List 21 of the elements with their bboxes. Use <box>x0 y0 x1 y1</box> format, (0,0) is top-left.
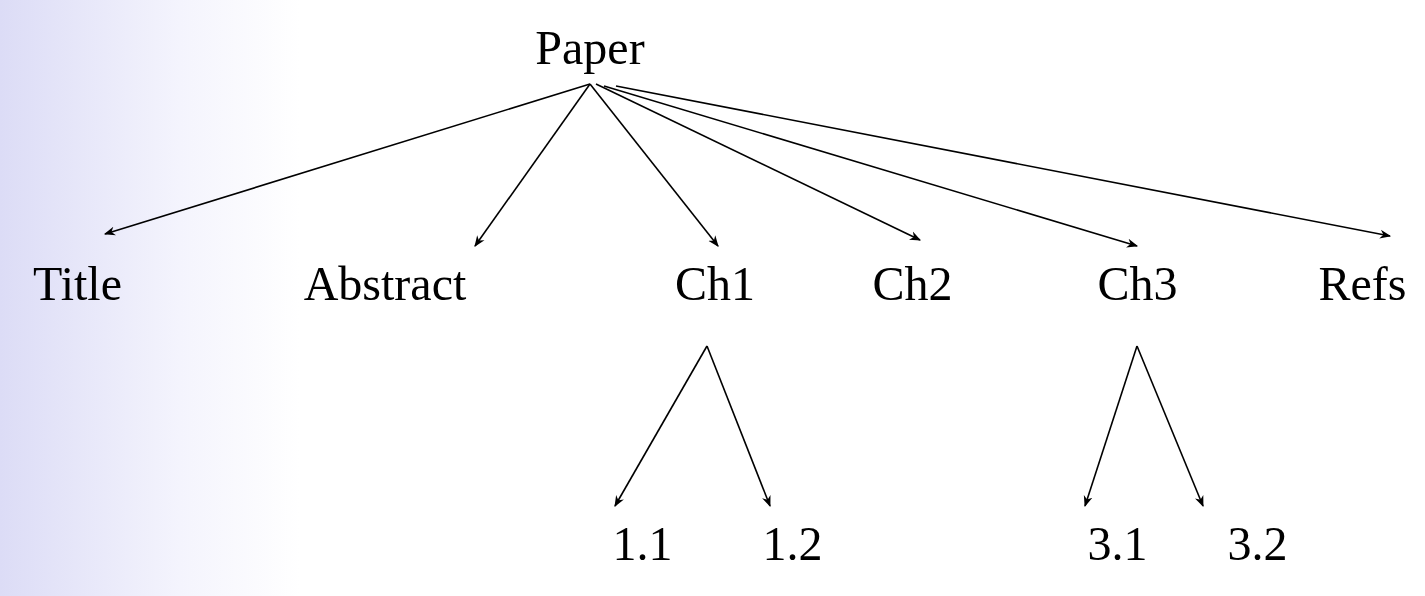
arrow <box>603 85 1139 248</box>
node-label: Refs <box>1318 255 1407 311</box>
node-label: Ch3 <box>1097 255 1178 311</box>
node-label: Paper <box>535 19 645 75</box>
arrow <box>1136 345 1204 508</box>
node-label: Title <box>33 255 122 311</box>
node-label: Ch2 <box>872 255 953 311</box>
arrow <box>474 83 591 247</box>
arrow <box>614 345 708 507</box>
node-label: Ch1 <box>675 255 755 311</box>
arrow <box>589 83 719 247</box>
node-label: 3.2 <box>1227 515 1288 571</box>
arrow <box>595 83 921 241</box>
arrow <box>1083 345 1138 508</box>
node-label: 1.2 <box>762 515 823 571</box>
node-label: 1.1 <box>612 515 673 571</box>
arrow <box>615 85 1392 239</box>
arrow <box>103 83 591 236</box>
node-label: 3.1 <box>1087 515 1148 571</box>
arrow <box>706 345 771 508</box>
node-label: Abstract <box>303 255 467 311</box>
